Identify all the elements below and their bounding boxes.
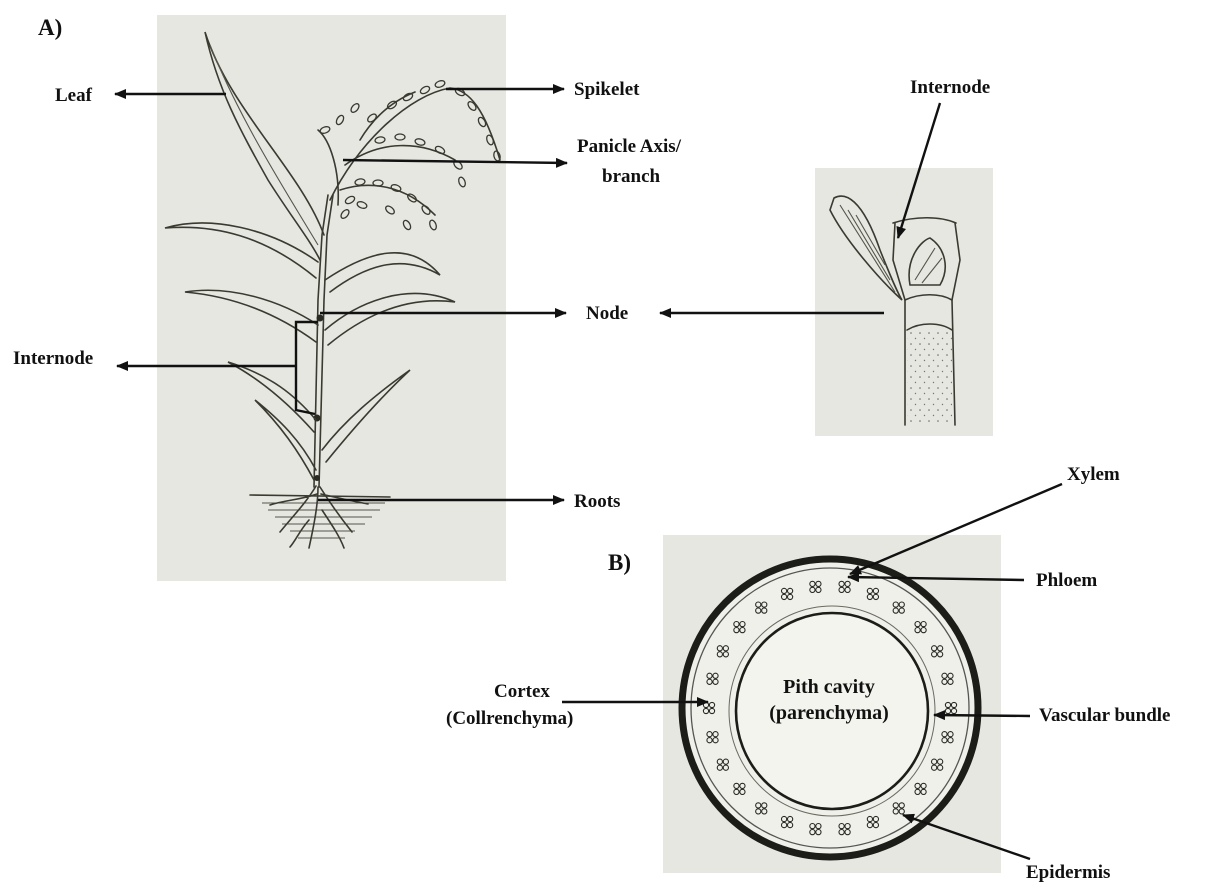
panel-label-a: A) bbox=[38, 15, 62, 40]
node-label: Node bbox=[586, 303, 628, 324]
vascular-bundle-arrow bbox=[934, 715, 1030, 716]
panicle-label-line1: Panicle Axis/ bbox=[577, 136, 682, 157]
cortex-label-line2: (Collrenchyma) bbox=[446, 708, 573, 729]
pith-label-line2: (parenchyma) bbox=[769, 702, 889, 724]
internode-label-right: Internode bbox=[910, 77, 990, 98]
leaf-label: Leaf bbox=[55, 85, 93, 106]
vascular-bundle-label: Vascular bundle bbox=[1039, 705, 1170, 726]
pith-label-line1: Pith cavity bbox=[783, 676, 875, 698]
internode-label-left: Internode bbox=[13, 348, 93, 369]
phloem-label: Phloem bbox=[1036, 570, 1097, 591]
cortex-label-line1: Cortex bbox=[494, 681, 550, 702]
node-closeup-photo bbox=[815, 168, 993, 436]
roots-label: Roots bbox=[574, 491, 620, 512]
spikelet-label: Spikelet bbox=[574, 79, 640, 100]
panicle-label-line2: branch bbox=[602, 166, 661, 187]
epidermis-label: Epidermis bbox=[1026, 862, 1110, 883]
plant-sketch-photo bbox=[157, 15, 506, 581]
xylem-label: Xylem bbox=[1067, 464, 1120, 485]
panel-label-b: B) bbox=[608, 550, 631, 575]
